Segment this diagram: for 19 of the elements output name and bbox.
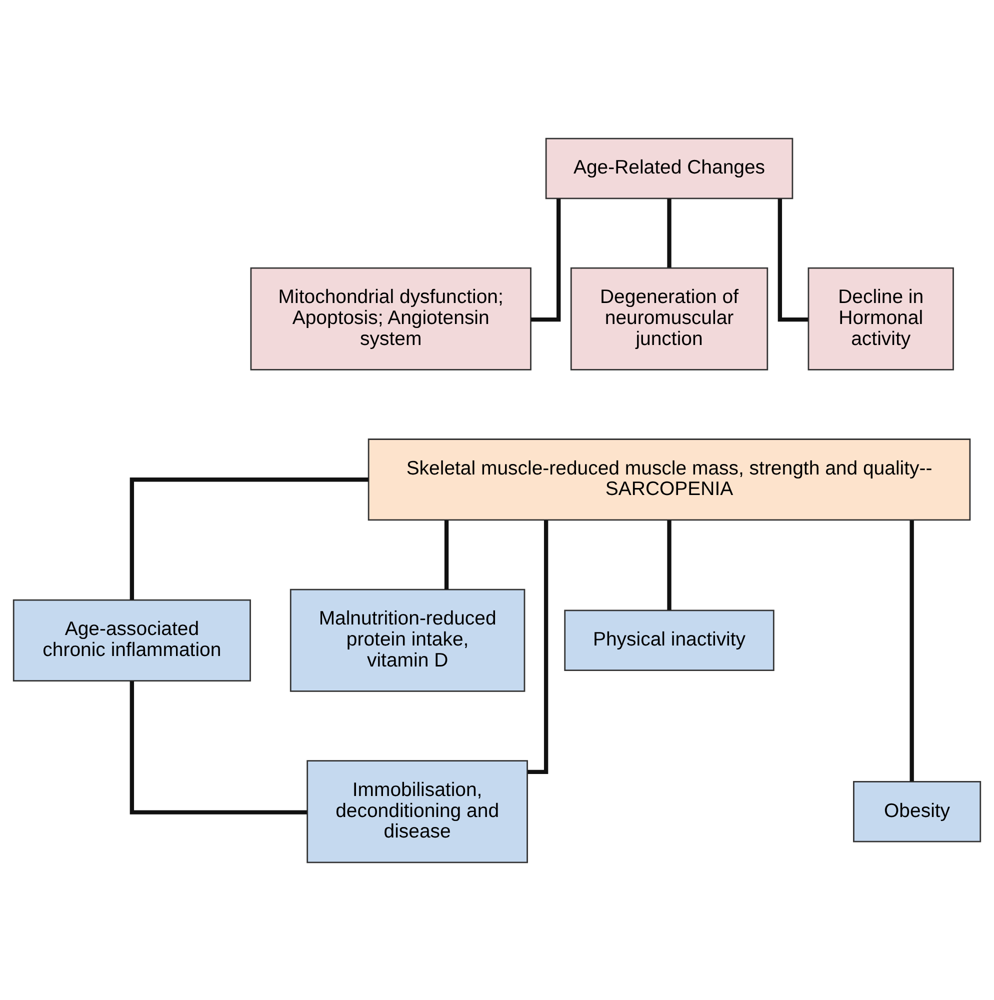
node-box: Age-Related Changes — [545, 137, 794, 199]
node-box: Physical inactivity — [564, 609, 774, 671]
node-box: Malnutrition-reduced protein intake, vitamin D — [290, 588, 526, 692]
connector — [530, 198, 561, 322]
connector — [667, 520, 672, 610]
connector — [444, 520, 449, 589]
node-box: Skeletal muscle-reduced muscle mass, strength and quality-- SARCOPENIA — [368, 438, 971, 520]
node-box: Immobilisation, deconditioning and disease — [306, 760, 528, 863]
connector — [130, 477, 368, 600]
node-box: Degeneration of neuromuscular junction — [570, 266, 768, 370]
connector — [130, 680, 307, 814]
connector — [778, 198, 808, 322]
connector — [910, 520, 914, 781]
node-box: Decline in Hormonal activity — [808, 266, 954, 370]
node-box: Obesity — [853, 780, 982, 842]
node-box: Mitochondrial dysfunction; Apoptosis; Angiotensin system — [250, 266, 532, 370]
connector — [667, 198, 672, 267]
connector — [528, 520, 548, 774]
node-box: Age-associated chronic inflammation — [12, 598, 251, 681]
